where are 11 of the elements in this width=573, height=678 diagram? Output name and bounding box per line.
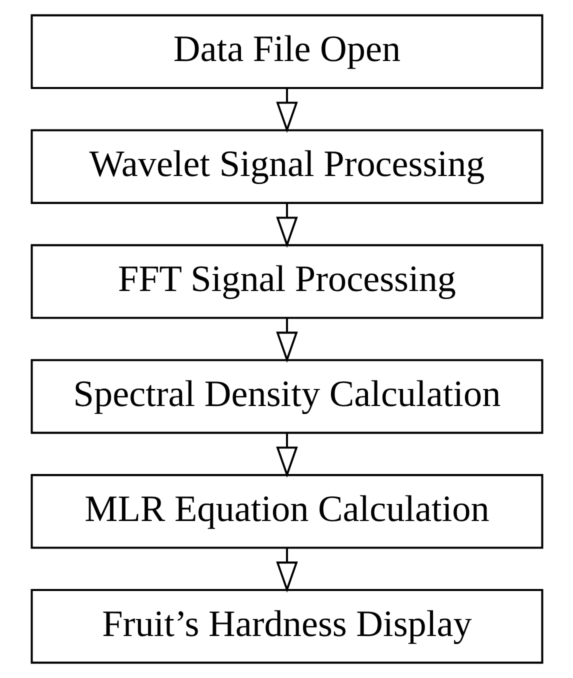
arrow <box>276 88 298 133</box>
node-box: FFT Signal Processing <box>30 244 543 319</box>
node-box: Fruit’s Hardness Display <box>30 589 543 664</box>
arrow <box>276 548 298 593</box>
node-box: Data File Open <box>30 14 543 89</box>
node-box: MLR Equation Calculation <box>30 474 543 549</box>
node-box: Wavelet Signal Processing <box>30 129 543 204</box>
arrow <box>276 318 298 363</box>
arrow <box>276 432 298 478</box>
node-box: Spectral Density Calculation <box>30 359 543 434</box>
arrow <box>276 202 298 248</box>
